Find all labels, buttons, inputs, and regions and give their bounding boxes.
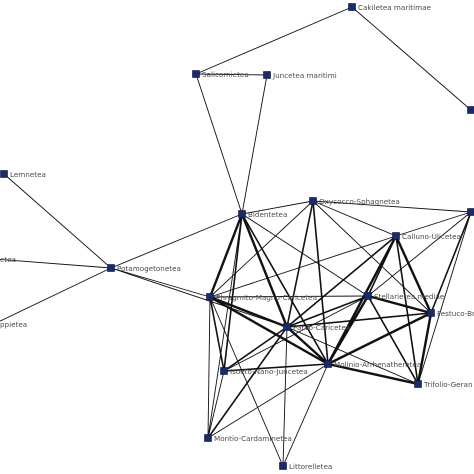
node-label-trifolio: Trifolio-Geran	[423, 380, 473, 389]
node-right_top[interactable]	[467, 106, 474, 114]
edge-salicornietea-bidentetea	[195, 73, 243, 215]
edge-bidentetea-montio	[207, 213, 243, 439]
node-label-phragmito: Phragmito-Magno-Caricetea	[216, 293, 317, 302]
node-lemnetea[interactable]	[0, 170, 8, 178]
node-label-potamo: Potamogetonetea	[117, 264, 181, 273]
edge-bidentetea-parvo	[240, 213, 289, 328]
node-label-salicornietea: Salicornietea	[202, 70, 249, 79]
node-salicornietea[interactable]	[192, 70, 200, 78]
node-potamo[interactable]	[107, 264, 115, 272]
edge-oxycocco-right_mid	[312, 200, 472, 213]
edge-potamo-left_low	[0, 267, 112, 322]
node-oxycocco[interactable]	[309, 197, 317, 205]
node-cakiletea[interactable]	[348, 3, 356, 11]
edge-stellarietea-isoeto	[223, 295, 369, 372]
node-isoeto[interactable]	[220, 367, 228, 375]
edge-phragmito-stellarietea	[209, 295, 369, 298]
node-label-calluno: Calluno-Ulicetea	[402, 232, 461, 241]
edge-phragmito-montio	[207, 296, 211, 439]
edge-stellarietea-molinio	[326, 295, 370, 365]
edge-bidentetea-stellarietea	[241, 213, 369, 297]
node-label-bidentetea: Bidentetea	[248, 210, 287, 219]
edge-oxycocco-phragmito	[209, 200, 314, 298]
edge-oxycocco-molinio	[312, 200, 329, 365]
edge-stellarietea-right_mid	[367, 211, 472, 297]
edge-stellarietea-festuco	[367, 294, 432, 315]
node-label-littorelletea: Littorelletea	[289, 462, 332, 471]
node-label-juncetea: Juncetea maritimi	[272, 71, 337, 80]
node-label-left_low: ppietea	[0, 320, 27, 329]
edge-phragmito-parvo	[209, 295, 288, 329]
nodes-layer	[0, 3, 474, 470]
edge-festuco-right_mid	[430, 211, 472, 314]
edge-stellarietea-trifolio	[367, 295, 419, 385]
node-calluno[interactable]	[392, 232, 400, 240]
node-label-molinio: Molinio-Arrhenatheretea	[334, 360, 421, 369]
node-bidentetea[interactable]	[238, 210, 246, 218]
node-label-lemnetea: Lemnetea	[10, 170, 46, 179]
edge-bidentetea-molinio	[241, 213, 329, 365]
edge-phragmito-molinio	[209, 295, 329, 366]
node-stellarietea[interactable]	[364, 292, 372, 300]
edge-calluno-trifolio	[395, 235, 419, 385]
node-right_mid[interactable]	[467, 208, 474, 216]
edge-oxycocco-calluno	[312, 200, 397, 237]
node-littorelletea[interactable]	[279, 462, 287, 470]
node-molinio[interactable]	[324, 360, 332, 368]
edge-parvo-trifolio	[286, 326, 419, 385]
edge-stellarietea-parvo	[286, 295, 369, 328]
edge-calluno-festuco	[394, 235, 433, 314]
edge-calluno-right_mid	[395, 211, 472, 237]
edge-potamo-bidentetea	[110, 213, 243, 269]
node-label-left_mid: etea	[0, 255, 16, 264]
edge-parvo-molinio	[286, 326, 329, 365]
edge-parvo-littorelletea	[282, 326, 288, 467]
edge-parvo-isoeto	[223, 326, 288, 372]
edge-salicornietea-juncetea	[195, 73, 268, 76]
node-phragmito[interactable]	[206, 293, 214, 301]
edge-phragmito-littorelletea	[209, 296, 284, 467]
edge-potamo-lemnetea	[3, 173, 112, 269]
node-juncetea[interactable]	[263, 71, 271, 79]
node-label-stellarietea: Stellarietea mediae	[374, 292, 445, 301]
node-festuco[interactable]	[427, 309, 435, 317]
edge-potamo-phragmito	[110, 267, 211, 298]
edge-cakiletea-right_top	[351, 6, 472, 111]
node-label-parvo: Parvo-Caricetea	[293, 323, 350, 332]
edge-molinio-festuco	[327, 311, 432, 366]
edge-parvo-montio	[207, 326, 288, 439]
node-parvo[interactable]	[283, 323, 291, 331]
node-label-isoeto: Isoeto-Nano-Juncetea	[230, 367, 308, 376]
edge-bidentetea-oxycocco	[241, 200, 314, 215]
node-trifolio[interactable]	[414, 380, 422, 388]
node-label-oxycocco: Oxycocco-Sphagnetea	[319, 197, 400, 206]
edge-montio-isoeto	[207, 370, 225, 439]
edge-juncetea-bidentetea	[241, 74, 268, 215]
edge-phragmito-isoeto	[209, 296, 225, 372]
node-montio[interactable]	[204, 434, 212, 442]
edge-festuco-trifolio	[416, 312, 433, 385]
edge-potamo-parvo	[110, 267, 288, 328]
edge-potamo-left_mid	[0, 259, 112, 269]
edge-molinio-trifolio	[327, 362, 419, 386]
edges-layer	[0, 6, 472, 467]
edge-molinio-isoeto	[223, 363, 329, 372]
edge-oxycocco-parvo	[286, 200, 314, 328]
edge-trifolio-right_mid	[417, 211, 472, 385]
edge-molinio-littorelletea	[282, 363, 329, 467]
node-label-festuco: Festuco-Br	[437, 309, 474, 318]
edge-parvo-festuco	[286, 312, 432, 328]
edge-molinio-montio	[207, 363, 329, 439]
edge-bidentetea-phragmito	[208, 213, 244, 298]
edge-calluno-phragmito	[209, 235, 397, 298]
edge-calluno-parvo	[286, 235, 397, 328]
edge-bidentetea-isoeto	[223, 213, 243, 372]
node-label-cakiletea: Cakiletea maritimae	[358, 3, 432, 12]
node-label-montio: Montio-Cardaminetea	[214, 434, 292, 443]
edge-cakiletea-salicornietea	[195, 6, 353, 75]
